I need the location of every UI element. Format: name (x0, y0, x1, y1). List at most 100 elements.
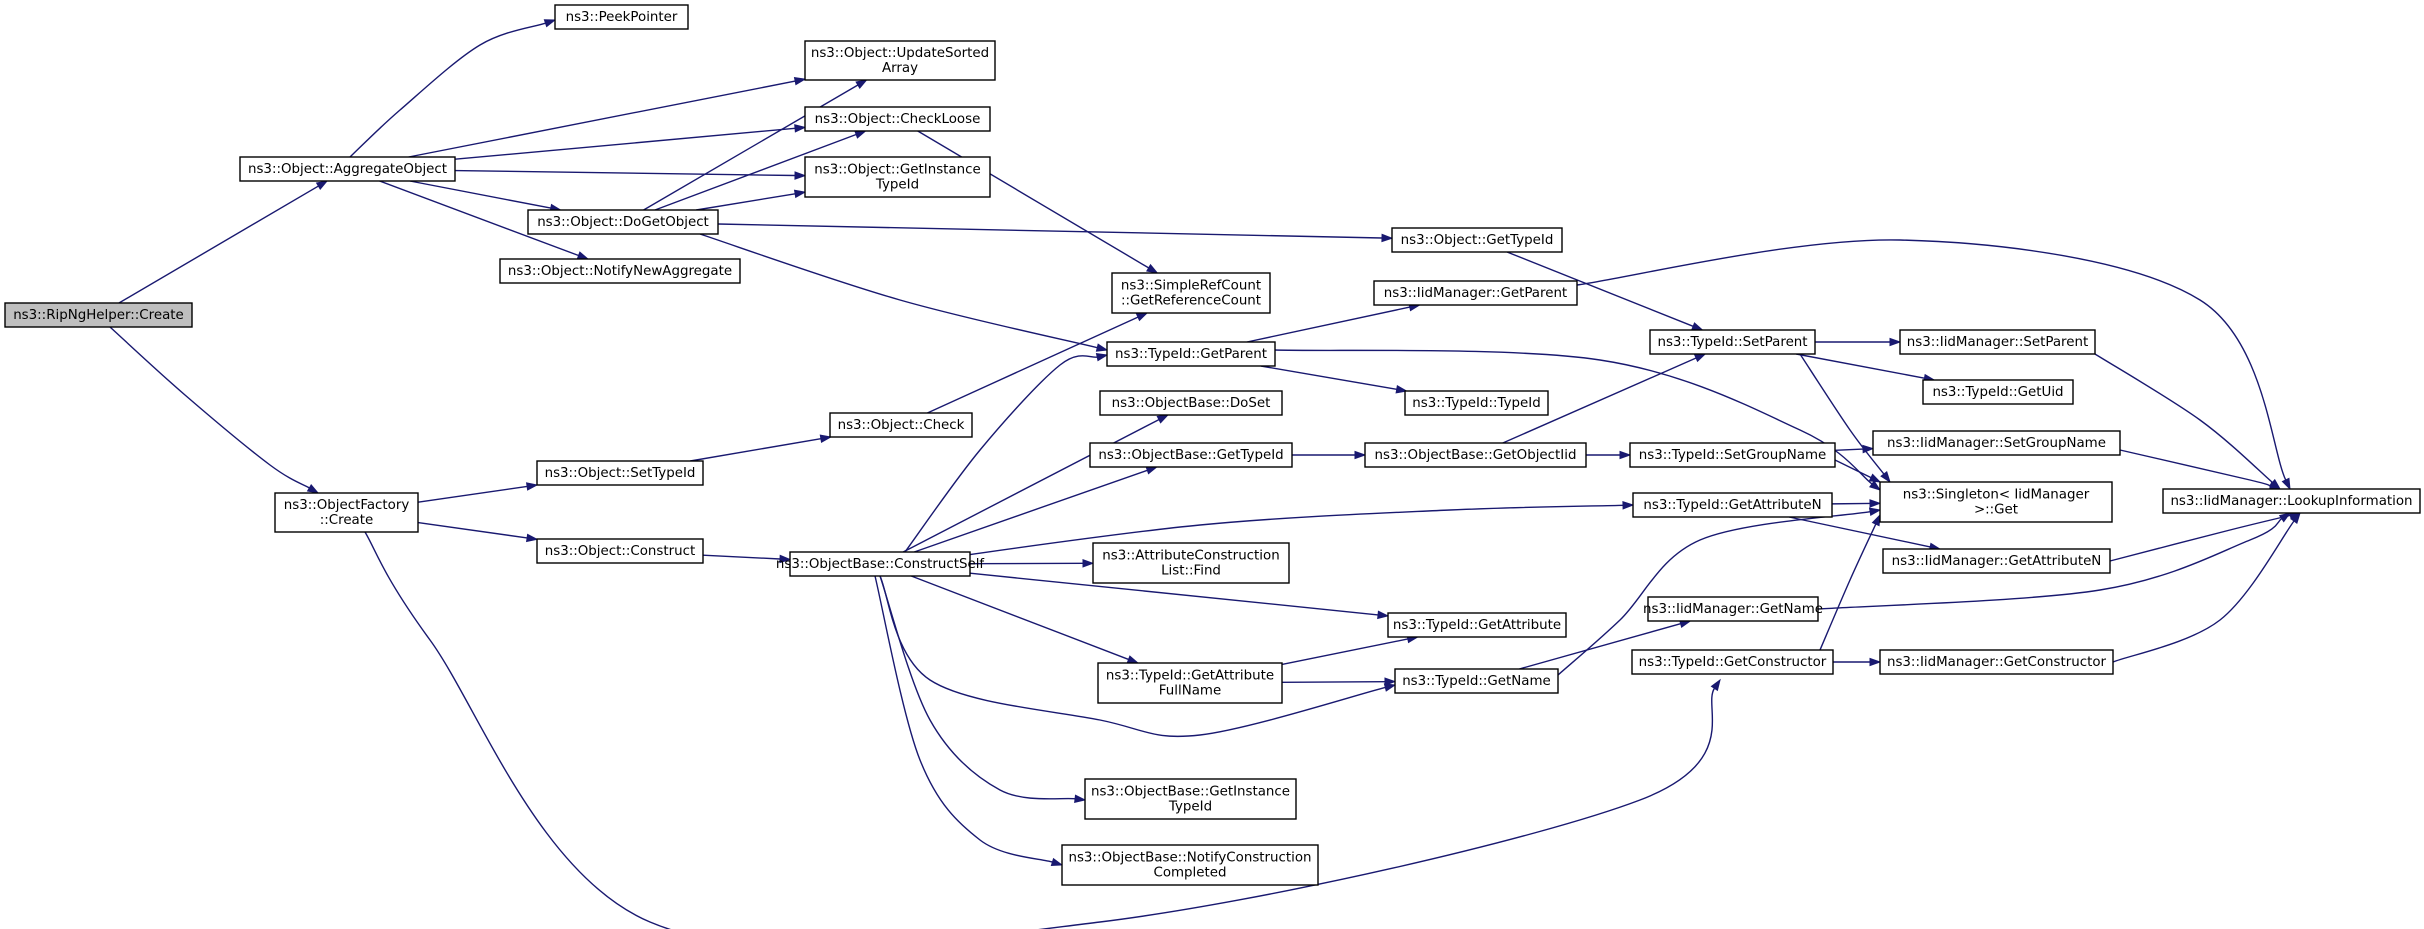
node-src_getref[interactable]: ns3::SimpleRefCount::GetReferenceCount (1111, 272, 1271, 314)
node-iid_setparent[interactable]: ns3::IidManager::SetParent (1899, 329, 2096, 355)
node-label: ns3::Object::Check (838, 418, 965, 433)
node-box (536, 460, 704, 486)
arrowhead-icon (1377, 610, 1390, 620)
node-singleton_get[interactable]: ns3::Singleton< IidManager >::Get (1879, 481, 2113, 523)
arrowhead-icon (1693, 353, 1707, 363)
node-box (239, 156, 456, 182)
node-iid_getattrn[interactable]: ns3::IidManager::GetAttributeN (1882, 548, 2111, 574)
call-edge-ob_constructself-to-tid_getattrfull (911, 575, 1140, 664)
call-edge-agg-to-get_inst_tid (454, 169, 807, 180)
node-tid_getname[interactable]: ns3::TypeId::GetName (1394, 668, 1559, 694)
node-box (554, 4, 689, 30)
edge-line (118, 185, 319, 304)
node-tid_typeid[interactable]: ns3::TypeId::TypeId (1404, 390, 1549, 416)
node-label: ns3::Singleton< IidManager (1903, 488, 2090, 503)
arrowhead-icon (855, 79, 868, 90)
node-tid_getattrn[interactable]: ns3::TypeId::GetAttributeN (1632, 492, 1833, 518)
arrowhead-icon (1869, 657, 1882, 667)
node-label: ns3::Object::GetInstance (814, 163, 980, 178)
edge-line (654, 133, 857, 211)
node-box (1872, 430, 2121, 456)
node-of_create[interactable]: ns3::ObjectFactory::Create (274, 492, 419, 533)
call-edge-do_get-to-get_inst_tid (696, 189, 807, 211)
arrowhead-icon (1146, 263, 1159, 274)
node-iid_getctor[interactable]: ns3::IidManager::GetConstructor (1879, 649, 2114, 675)
node-box (1632, 492, 1833, 518)
node-obj_construct[interactable]: ns3::Object::Construct (536, 538, 704, 564)
node-ob_constructself[interactable]: ns3::ObjectBase::ConstructSelf (776, 551, 985, 577)
node-label: ns3::AttributeConstruction (1102, 549, 1279, 564)
call-edge-tid_setparent-to-singleton_get (1799, 353, 1891, 484)
node-check_loose[interactable]: ns3::Object::CheckLoose (804, 106, 991, 132)
call-edge-rip_create-to-agg (118, 180, 329, 304)
node-do_get[interactable]: ns3::Object::DoGetObject (527, 209, 719, 235)
arrowhead-icon (1862, 444, 1875, 454)
call-edge-of_create-to-obj_settid (417, 482, 539, 503)
node-obj_check[interactable]: ns3::Object::Check (829, 412, 973, 438)
node-obj_gettid[interactable]: ns3::Object::GetTypeId (1391, 227, 1563, 253)
node-box (274, 492, 419, 533)
node-label: ns3::Object::SetTypeId (545, 466, 696, 481)
edge-line (1246, 306, 1410, 343)
node-box (1879, 649, 2114, 675)
node-box (1394, 668, 1559, 694)
node-box (1387, 612, 1567, 638)
node-notify_new[interactable]: ns3::Object::NotifyNewAggregate (499, 258, 741, 284)
edge-line (364, 531, 1716, 929)
node-box (1899, 329, 2096, 355)
node-box (1364, 442, 1587, 468)
node-tid_setgroup[interactable]: ns3::TypeId::SetGroupName (1629, 442, 1836, 468)
arrowhead-icon (793, 189, 807, 199)
node-rip_create[interactable]: ns3::RipNgHelper::Create (4, 302, 193, 328)
edge-line (454, 127, 796, 160)
edge-line (702, 554, 781, 560)
node-label: ns3::TypeId::GetAttributeN (1643, 498, 1821, 513)
arrowhead-icon (525, 482, 539, 491)
node-label: TypeId (875, 178, 919, 193)
node-box (1111, 272, 1271, 314)
node-tid_getuid[interactable]: ns3::TypeId::GetUid (1922, 379, 2074, 405)
call-edge-tid_getparent-to-singleton_get (1274, 349, 1882, 491)
arrowhead-icon (1869, 480, 1882, 491)
node-label: ns3::ObjectBase::ConstructSelf (776, 557, 985, 572)
arrowhead-icon (315, 180, 329, 191)
arrowhead-icon (1619, 450, 1632, 460)
node-ob_doset[interactable]: ns3::ObjectBase::DoSet (1099, 390, 1283, 416)
node-obj_settid[interactable]: ns3::Object::SetTypeId (536, 460, 704, 486)
node-iid_getparent[interactable]: ns3::IidManager::GetParent (1373, 280, 1578, 306)
node-peek[interactable]: ns3::PeekPointer (554, 4, 689, 30)
node-label: ns3::Object::NotifyNewAggregate (508, 264, 732, 279)
node-iid_setgroup[interactable]: ns3::IidManager::SetGroupName (1872, 430, 2121, 456)
call-edge-tid_getattrfull-to-tid_getattr (1281, 634, 1420, 666)
node-tid_getctor[interactable]: ns3::TypeId::GetConstructor (1631, 649, 1834, 675)
call-edge-ob_constructself-to-ob_gettid (914, 466, 1159, 553)
node-label: ns3::ObjectBase::NotifyConstruction (1068, 851, 1311, 866)
node-tid_setparent[interactable]: ns3::TypeId::SetParent (1649, 329, 1816, 355)
node-ob_notifycc[interactable]: ns3::ObjectBase::NotifyConstructionCompl… (1061, 844, 1319, 886)
edge-line (1576, 239, 2287, 481)
edge-line (879, 575, 1076, 800)
node-ob_gettid[interactable]: ns3::ObjectBase::GetTypeId (1089, 442, 1293, 468)
node-iid_lookup[interactable]: ns3::IidManager::LookupInformation (2162, 488, 2421, 514)
node-box (1647, 596, 1819, 622)
edge-line (1788, 516, 1931, 548)
arrowhead-icon (1710, 678, 1721, 692)
node-tid_getparent[interactable]: ns3::TypeId::GetParent (1106, 341, 1276, 367)
edge-line (643, 84, 859, 211)
node-ob_getobjtid[interactable]: ns3::ObjectBase::GetObjectIid (1364, 442, 1587, 468)
arrowhead-icon (1869, 499, 1882, 508)
call-edge-ob_constructself-to-tid_getattr (969, 572, 1390, 620)
node-tid_getattr[interactable]: ns3::TypeId::GetAttribute (1387, 612, 1567, 638)
node-label: ns3::TypeId::GetParent (1115, 347, 1267, 362)
edge-line (699, 233, 1098, 349)
node-agg[interactable]: ns3::Object::AggregateObject (239, 156, 456, 182)
node-iid_getname[interactable]: ns3::IidManager::GetName (1643, 596, 1823, 622)
arrowhead-icon (1082, 559, 1095, 568)
arrowhead-icon (576, 251, 590, 260)
arrowhead-icon (1622, 500, 1635, 510)
